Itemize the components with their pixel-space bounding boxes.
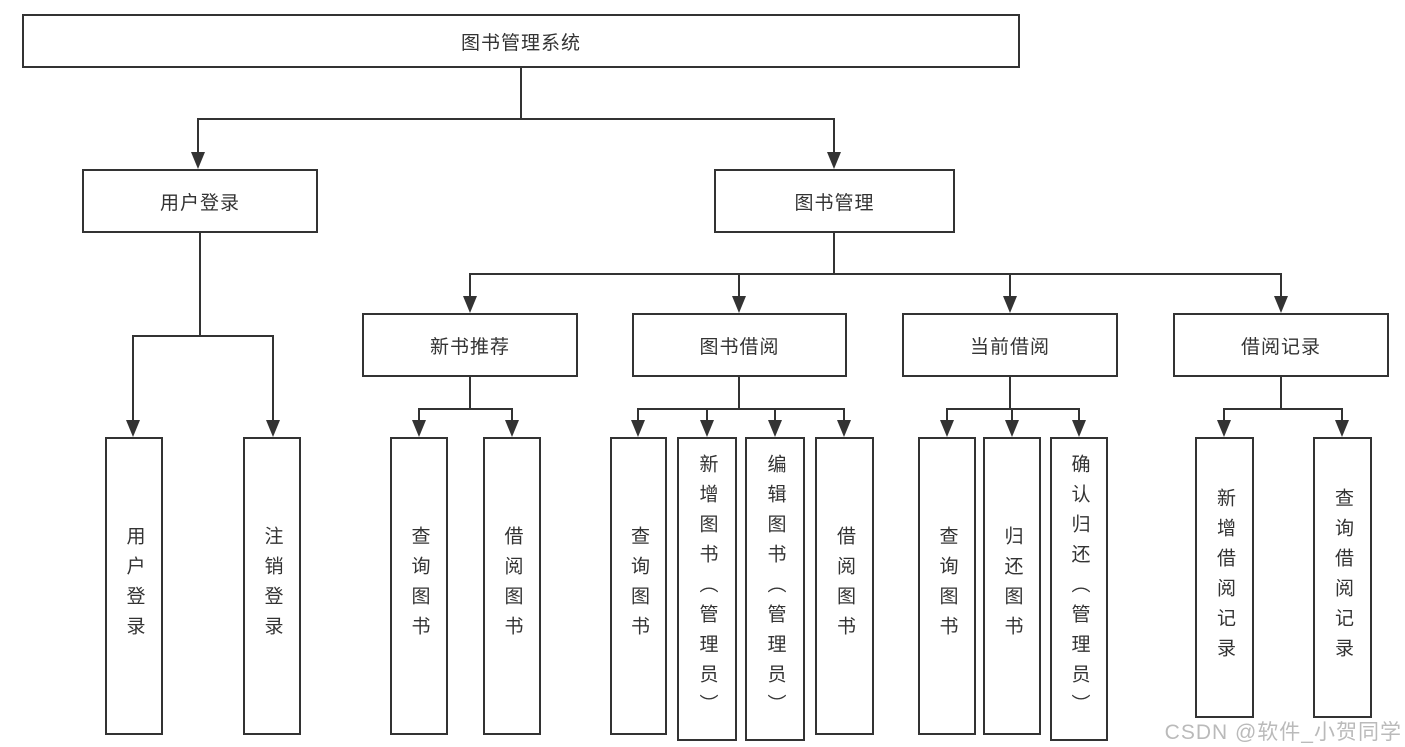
node-label: 查询图书 [408,526,430,646]
arrow-down-icon [631,420,645,437]
node-borrowing-records: 借阅记录 [1173,313,1389,377]
connector-hline [418,408,513,410]
connector-hline [946,408,1080,410]
arrow-down-icon [1072,420,1086,437]
node-current-borrowing: 当前借阅 [902,313,1118,377]
connector-arrow-stub [774,408,776,422]
leaf-borrow-books: 借阅图书 [815,437,874,735]
leaf-recommend-query-books: 查询图书 [390,437,448,735]
connector-arrow-stub [1078,408,1080,422]
connector-hline [1223,408,1343,410]
node-label: 用户登录 [159,192,240,214]
leaf-user-login: 用户登录 [105,437,163,735]
connector-arrow-stub [1341,408,1343,422]
leaf-logout: 注销登录 [243,437,301,735]
node-label: 借阅图书 [501,526,523,646]
node-label: 查询图书 [936,526,958,646]
connector-arrow-stub [833,118,835,154]
node-label: 用户登录 [123,526,145,646]
connector-arrow-stub [946,408,948,422]
connector-arrow-stub [1009,273,1011,298]
arrow-down-icon [768,420,782,437]
connector-vline [1009,377,1011,408]
connector-arrow-stub [843,408,845,422]
node-label: 查询图书 [628,526,649,646]
connector-arrow-stub [418,408,420,422]
connector-arrow-stub [706,408,708,422]
arrow-down-icon [1274,296,1288,313]
leaf-borrow-query-books: 查询图书 [610,437,667,735]
arrow-down-icon [700,420,714,437]
connector-vline [1280,377,1282,408]
connector-arrow-stub [272,335,274,422]
node-label: 图书管理 [794,192,875,214]
arrow-down-icon [191,152,205,169]
connector-arrow-stub [1280,273,1282,298]
arrow-down-icon [1217,420,1231,437]
node-label: 编辑图书（管理员） [764,454,786,724]
arrow-down-icon [1005,420,1019,437]
arrow-down-icon [940,420,954,437]
node-label: 图书管理系统 [460,32,581,54]
connector-hline [197,118,835,120]
connector-hline [132,335,274,337]
arrow-down-icon [266,420,280,437]
connector-arrow-stub [469,273,471,298]
arrow-down-icon [1335,420,1349,437]
connector-arrow-stub [1223,408,1225,422]
node-book-borrowing: 图书借阅 [632,313,847,377]
leaf-query-borrow-record: 查询借阅记录 [1313,437,1372,718]
node-library-management-system: 图书管理系统 [22,14,1020,68]
node-label: 新书推荐 [429,336,510,358]
connector-vline [469,377,471,408]
connector-vline [199,233,201,335]
leaf-current-query-books: 查询图书 [918,437,976,735]
arrow-down-icon [1003,296,1017,313]
leaf-recommend-borrow-books: 借阅图书 [483,437,541,735]
watermark: CSDN @软件_小贺同学 [1164,721,1402,744]
connector-arrow-stub [132,335,134,422]
node-label: 借阅记录 [1240,336,1321,358]
leaf-add-borrow-record: 新增借阅记录 [1195,437,1254,718]
node-label: 注销登录 [261,526,283,646]
connector-vline [833,233,835,273]
arrow-down-icon [126,420,140,437]
node-label: 图书借阅 [699,336,780,358]
node-label: 新增借阅记录 [1214,487,1235,668]
node-label: 借阅图书 [834,526,855,646]
node-label: 新增图书（管理员） [696,454,718,724]
connector-hline [469,273,1282,275]
leaf-edit-books-admin: 编辑图书（管理员） [745,437,805,741]
node-label: 归还图书 [1001,526,1023,646]
node-book-management: 图书管理 [714,169,955,233]
node-label: 确认归还（管理员） [1068,454,1090,724]
connector-arrow-stub [197,118,199,154]
connector-arrow-stub [511,408,513,422]
connector-arrow-stub [1011,408,1013,422]
connector-vline [520,68,522,118]
arrow-down-icon [412,420,426,437]
connector-hline [637,408,845,410]
arrow-down-icon [732,296,746,313]
arrow-down-icon [837,420,851,437]
connector-vline [738,377,740,408]
leaf-return-books: 归还图书 [983,437,1041,735]
node-new-book-recommend: 新书推荐 [362,313,578,377]
arrow-down-icon [505,420,519,437]
node-label: 查询借阅记录 [1332,487,1353,668]
leaf-confirm-return-admin: 确认归还（管理员） [1050,437,1108,741]
node-label: 当前借阅 [969,336,1050,358]
leaf-add-books-admin: 新增图书（管理员） [677,437,737,741]
connector-arrow-stub [637,408,639,422]
arrow-down-icon [827,152,841,169]
node-user-login: 用户登录 [82,169,318,233]
arrow-down-icon [463,296,477,313]
connector-arrow-stub [738,273,740,298]
